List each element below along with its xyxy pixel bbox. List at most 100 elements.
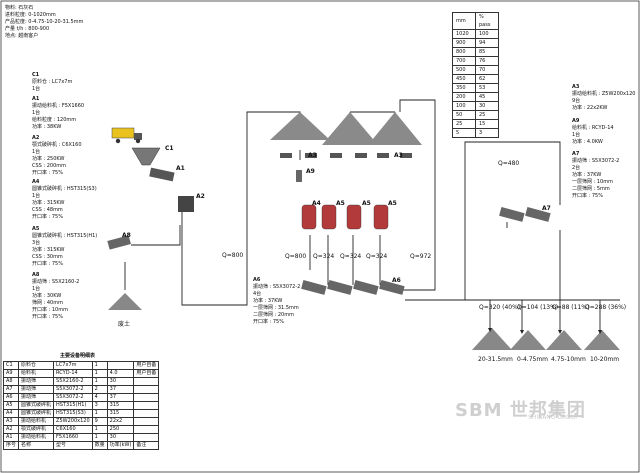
cell: 型号 — [53, 441, 93, 450]
cell: A7 — [2, 385, 20, 394]
feeder-a9 — [296, 170, 302, 182]
company-logo: SBM 世邦集团 — [455, 400, 586, 421]
cell: 序号 — [2, 441, 20, 450]
a1-code: A1 — [32, 96, 40, 102]
a3-line1: 振动给料机 : Z5W200x120 — [572, 91, 636, 97]
cell — [133, 377, 160, 386]
cell: 振动给料机 — [18, 433, 55, 442]
flow-product-4: Q=288 (36%) — [585, 304, 627, 311]
a9-line1: 给料机 : RCYD-14 — [572, 125, 614, 131]
a8-line2: 1台 — [32, 286, 41, 292]
cell: 350 — [452, 83, 476, 93]
cell: 37 — [106, 393, 135, 402]
cell: 50 — [452, 110, 476, 120]
cell: A3 — [2, 417, 20, 426]
cell: 2 — [91, 385, 108, 394]
cell: 5 — [452, 128, 476, 138]
table-footer: 序号名称型号数量功率(kW)备注 — [2, 441, 160, 450]
cell: 颚式破碎机 — [18, 425, 55, 434]
label-a5-2: A5 — [362, 200, 371, 207]
spec-site: 地点: 越南客户 — [5, 33, 39, 39]
cell: 94 — [475, 38, 499, 48]
cell: 100 — [452, 101, 476, 111]
a8-code: A8 — [32, 272, 40, 278]
cell: 315 — [106, 409, 135, 418]
jaw-crusher-a2 — [178, 196, 194, 212]
cell: 9 — [91, 417, 108, 426]
a7-line4: 一层筛网 : 10mm — [572, 179, 613, 185]
cell: 15 — [475, 119, 499, 129]
cell: 900 — [452, 38, 476, 48]
cell: A6 — [2, 393, 20, 402]
cell: 1020 — [452, 29, 476, 39]
a6-line4: 一层筛网 : 31.5mm — [253, 305, 299, 311]
cell: 100 — [475, 29, 499, 39]
a8-line3: 功率 : 30KW — [32, 293, 62, 299]
label-a8: A8 — [122, 232, 131, 239]
cell: 37 — [106, 385, 135, 394]
label-c1: C1 — [165, 145, 174, 152]
flow-q800-left: Q=800 — [222, 252, 244, 259]
a4-line1: 圆锥式破碎机 : HST315(S3) — [32, 186, 97, 192]
cell: LC7x7m — [53, 361, 93, 370]
a5-code: A5 — [32, 226, 40, 232]
a7-line1: 振动筛 : S5X3072-2 — [572, 158, 620, 164]
a6-line5: 二层筛网 : 20mm — [253, 312, 294, 318]
a6-line6: 开口率 : 75% — [253, 319, 284, 325]
cell — [133, 401, 160, 410]
cell: C1 — [2, 361, 20, 370]
a1-line3: 给料粒度 : 120mm — [32, 117, 77, 123]
screen-a8 — [107, 235, 131, 250]
label-a5-3: A5 — [388, 200, 397, 207]
flow-q800-center: Q=800 — [285, 253, 307, 260]
cell: 22x2 — [106, 417, 135, 426]
pile-feeders — [280, 153, 412, 158]
cell: 数量 — [91, 441, 108, 450]
a5-line1: 圆锥式破碎机 : HST315(H1) — [32, 233, 98, 239]
cell: 800 — [452, 47, 476, 57]
cone-crushers — [301, 204, 389, 230]
cell: 备注 — [133, 441, 160, 450]
a2-line2: 1台 — [32, 149, 41, 155]
flow-product-3: Q=88 (11%) — [552, 304, 590, 311]
cell — [133, 433, 160, 442]
a4-line5: 开口率 : 75% — [32, 214, 63, 220]
a7-line5: 二层筛网 : 5mm — [572, 186, 610, 192]
cell: 3 — [91, 401, 108, 410]
a7-code: A7 — [572, 151, 580, 157]
a2-code: A2 — [32, 135, 40, 141]
cell: 功率(kW) — [106, 441, 135, 450]
cell: 250 — [106, 425, 135, 434]
cell: 500 — [452, 65, 476, 75]
label-a6: A6 — [392, 277, 401, 284]
cell: A4 — [2, 409, 20, 418]
flow-arrows — [488, 328, 602, 334]
a7-line6: 开口率 : 75% — [572, 193, 603, 199]
a8-line5: 开口率 : 10mm — [32, 307, 68, 313]
cell — [133, 393, 160, 402]
flow-q324-2: Q=324 — [340, 253, 362, 260]
cell: 4.0 — [106, 369, 135, 378]
cell: 1 — [91, 425, 108, 434]
cell: A8 — [2, 377, 20, 386]
cell: 圆锥式破碎机 — [18, 401, 55, 410]
surge-pile-1 — [270, 112, 330, 140]
cell: A9 — [2, 369, 20, 378]
product-label-2: 0-4.75mm — [517, 356, 549, 363]
label-a3-right: A3 — [394, 152, 403, 159]
cell: A5 — [2, 401, 20, 410]
a5-line3: 功率 : 315KW — [32, 247, 65, 253]
cell: 圆锥式破碎机 — [18, 409, 55, 418]
